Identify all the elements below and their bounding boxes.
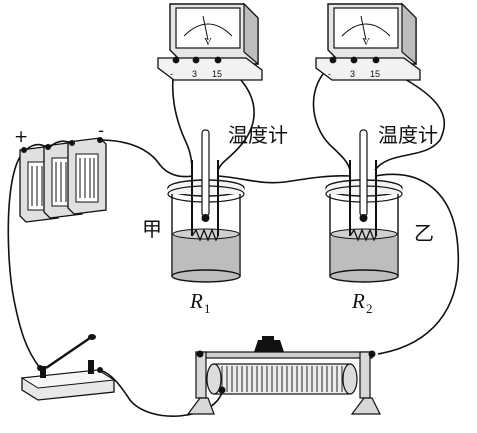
jar-b: 温度计 乙 R 2 <box>325 123 438 316</box>
terminal-icon[interactable] <box>350 56 358 64</box>
jar-b-label: 乙 <box>414 221 434 245</box>
battery-minus-label: - <box>98 121 104 141</box>
wire-voltmeter-b-15 <box>374 63 446 171</box>
wire-jar-a-to-jar-b <box>217 175 351 184</box>
terminal-icon[interactable] <box>218 386 226 394</box>
voltmeter-right-term-15: 15 <box>370 69 380 79</box>
r2-subscript: 2 <box>366 301 373 316</box>
voltmeter-right-term-3: 3 <box>350 69 355 79</box>
battery-cell <box>67 137 107 215</box>
terminal-icon[interactable] <box>368 350 376 358</box>
jar-a: 温度计 甲 R 1 <box>142 123 288 316</box>
wire-voltmeter-b-neg <box>312 63 351 171</box>
voltmeter-left-term-neg: - <box>170 69 173 79</box>
terminal-icon[interactable] <box>97 367 103 373</box>
r2-label: R <box>351 289 365 313</box>
terminal-icon[interactable] <box>172 56 180 64</box>
r1-subscript: 1 <box>204 301 211 316</box>
voltmeter-right: V - 3 15 <box>315 2 421 81</box>
wire-battery-to-switch <box>7 151 41 369</box>
terminal-icon[interactable] <box>372 56 380 64</box>
battery-terminal-icon[interactable] <box>21 147 27 153</box>
rheostat[interactable] <box>186 336 381 415</box>
resistor-coil-icon <box>191 228 219 242</box>
resistor-coil-icon <box>349 228 377 242</box>
voltmeter-right-term-neg: - <box>328 69 331 79</box>
switch-lever[interactable] <box>45 337 91 369</box>
wire-battery-to-jar-a <box>99 139 193 178</box>
voltmeter-right-face-label: V <box>362 36 370 48</box>
terminal-icon[interactable] <box>192 56 200 64</box>
battery-plus-label: + <box>14 127 28 147</box>
wire-jar-b-to-rheostat <box>374 173 460 355</box>
thermometer-icon <box>359 129 368 217</box>
voltmeter-left-term-15: 15 <box>212 69 222 79</box>
thermometer-a-label: 温度计 <box>228 123 288 147</box>
battery-pack: + - <box>14 121 107 223</box>
terminal-icon[interactable] <box>37 365 43 371</box>
r1-label: R <box>189 289 203 313</box>
battery-terminal-icon[interactable] <box>97 137 103 143</box>
jar-a-label: 甲 <box>142 217 162 241</box>
knife-switch[interactable] <box>20 334 116 401</box>
rheostat-slider[interactable] <box>254 340 284 352</box>
thermometer-icon <box>201 129 210 217</box>
voltmeter-left-face-label: V <box>204 36 212 48</box>
voltmeter-left: V - 3 15 <box>157 2 263 81</box>
terminal-icon[interactable] <box>329 56 337 64</box>
terminal-icon[interactable] <box>214 56 222 64</box>
thermometer-b-label: 温度计 <box>378 123 438 147</box>
terminal-icon[interactable] <box>196 350 204 358</box>
voltmeter-left-term-3: 3 <box>192 69 197 79</box>
